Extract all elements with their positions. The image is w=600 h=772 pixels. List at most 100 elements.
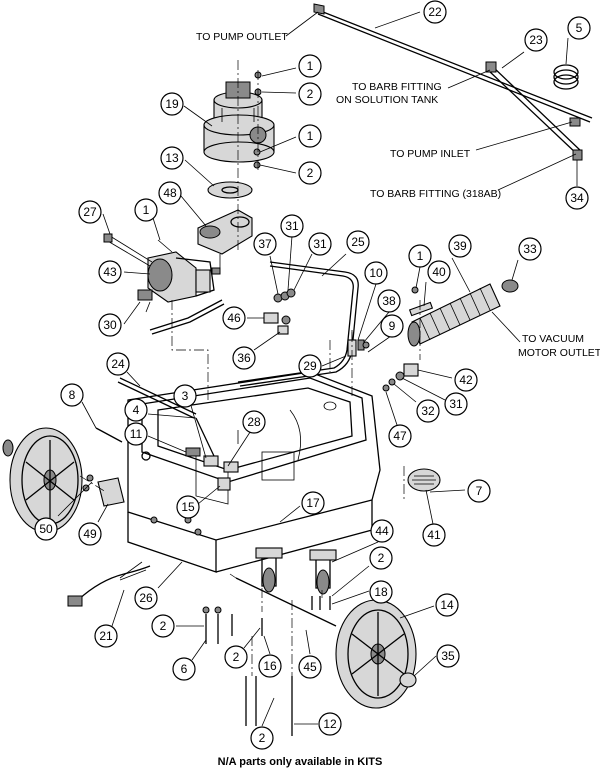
callout-22: 22 [423, 0, 447, 24]
svg-text:23: 23 [529, 33, 543, 47]
svg-text:4: 4 [133, 403, 140, 417]
svg-text:40: 40 [432, 265, 446, 279]
callout-7: 7 [467, 479, 491, 503]
centerlines [79, 60, 421, 676]
svg-text:2: 2 [307, 87, 314, 101]
bolts-12 [245, 676, 293, 736]
svg-text:31: 31 [285, 219, 299, 233]
callout-46: 46 [222, 306, 246, 330]
svg-text:48: 48 [163, 186, 177, 200]
callout-2: 2 [151, 614, 175, 638]
spring-clamp-5 [553, 64, 579, 90]
callout-30: 30 [98, 313, 122, 337]
svg-text:1: 1 [143, 203, 150, 217]
exhaust-housing-48 [197, 209, 253, 268]
callout-32: 32 [416, 399, 440, 423]
callout-31: 31 [444, 392, 468, 416]
svg-text:49: 49 [83, 527, 97, 541]
callout-39: 39 [448, 234, 472, 258]
svg-text:29: 29 [303, 359, 317, 373]
callout-17: 17 [301, 491, 325, 515]
svg-text:11: 11 [130, 427, 143, 441]
callout-49: 49 [78, 522, 102, 546]
callout-5: 5 [567, 16, 591, 40]
svg-text:45: 45 [303, 660, 317, 674]
callout-42: 42 [454, 368, 478, 392]
callout-25: 25 [346, 230, 370, 254]
axle-45 [235, 577, 337, 627]
svg-text:31: 31 [313, 237, 327, 251]
label-barb-fitting-line-2: ON SOLUTION TANK [336, 94, 438, 106]
fittings-10-38-9-29-40 [347, 286, 434, 357]
gasket-13 [207, 181, 253, 199]
svg-text:38: 38 [382, 294, 396, 308]
svg-text:32: 32 [421, 404, 435, 418]
inner-parts-3-4-28-11-15 [185, 417, 239, 491]
svg-text:41: 41 [427, 528, 441, 542]
callout-1: 1 [298, 124, 322, 148]
svg-text:25: 25 [351, 235, 365, 249]
hose-23 [485, 61, 583, 161]
callout-2: 2 [224, 645, 248, 669]
svg-text:1: 1 [307, 59, 314, 73]
svg-text:50: 50 [39, 522, 53, 536]
fittings-31-37-46-36 [263, 288, 296, 335]
svg-text:17: 17 [306, 496, 320, 510]
svg-text:43: 43 [103, 265, 117, 279]
svg-text:1: 1 [307, 129, 314, 143]
svg-text:1: 1 [417, 249, 424, 263]
svg-text:16: 16 [263, 659, 277, 673]
svg-text:9: 9 [389, 319, 396, 333]
svg-text:8: 8 [69, 388, 76, 402]
callout-12: 12 [318, 712, 342, 736]
svg-text:18: 18 [374, 585, 388, 599]
svg-text:36: 36 [237, 351, 251, 365]
hubcap-35 [399, 672, 417, 688]
callout-21: 21 [94, 624, 118, 648]
callout-2: 2 [298, 161, 322, 185]
callout-41: 41 [422, 523, 446, 547]
callout-4: 4 [124, 398, 148, 422]
callout-8: 8 [60, 383, 84, 407]
callout-2: 2 [369, 546, 393, 570]
fittings-42-31-32-47 [382, 363, 419, 392]
svg-text:12: 12 [323, 717, 337, 731]
footer-note: N/A parts only available in KITS [218, 756, 383, 768]
bracket-49 [82, 474, 125, 507]
svg-text:13: 13 [165, 151, 179, 165]
callout-34: 34 [565, 186, 589, 210]
callout-44: 44 [370, 519, 394, 543]
callout-29: 29 [298, 354, 322, 378]
callout-50: 50 [34, 517, 58, 541]
svg-text:30: 30 [103, 318, 117, 332]
svg-text:47: 47 [393, 429, 407, 443]
callout-1: 1 [408, 244, 432, 268]
label-barb-fitting-318ab: TO BARB FITTING (318AB) [370, 188, 501, 200]
callout-6: 6 [172, 657, 196, 681]
callout-2: 2 [250, 726, 274, 750]
pin-8 [95, 427, 123, 443]
bolts-6-16 [202, 606, 263, 644]
callout-43: 43 [98, 260, 122, 284]
svg-text:27: 27 [83, 205, 97, 219]
svg-text:37: 37 [258, 237, 272, 251]
vacuum-hose-39 [407, 283, 501, 347]
svg-text:44: 44 [375, 524, 389, 538]
svg-text:2: 2 [307, 166, 314, 180]
svg-text:2: 2 [378, 551, 385, 565]
callout-47: 47 [388, 424, 412, 448]
callout-14: 14 [435, 593, 459, 617]
hose-22 [313, 3, 593, 123]
svg-text:5: 5 [576, 21, 583, 35]
callout-38: 38 [377, 289, 401, 313]
svg-text:39: 39 [453, 239, 467, 253]
callout-35: 35 [436, 644, 460, 668]
callout-9: 9 [380, 314, 404, 338]
svg-text:35: 35 [441, 649, 455, 663]
callout-10: 10 [364, 261, 388, 285]
callout-31: 31 [280, 214, 304, 238]
label-to-pump-inlet: TO PUMP INLET [390, 148, 471, 160]
svg-text:28: 28 [247, 415, 261, 429]
label-to-pump-outlet: TO PUMP OUTLET [196, 31, 288, 43]
